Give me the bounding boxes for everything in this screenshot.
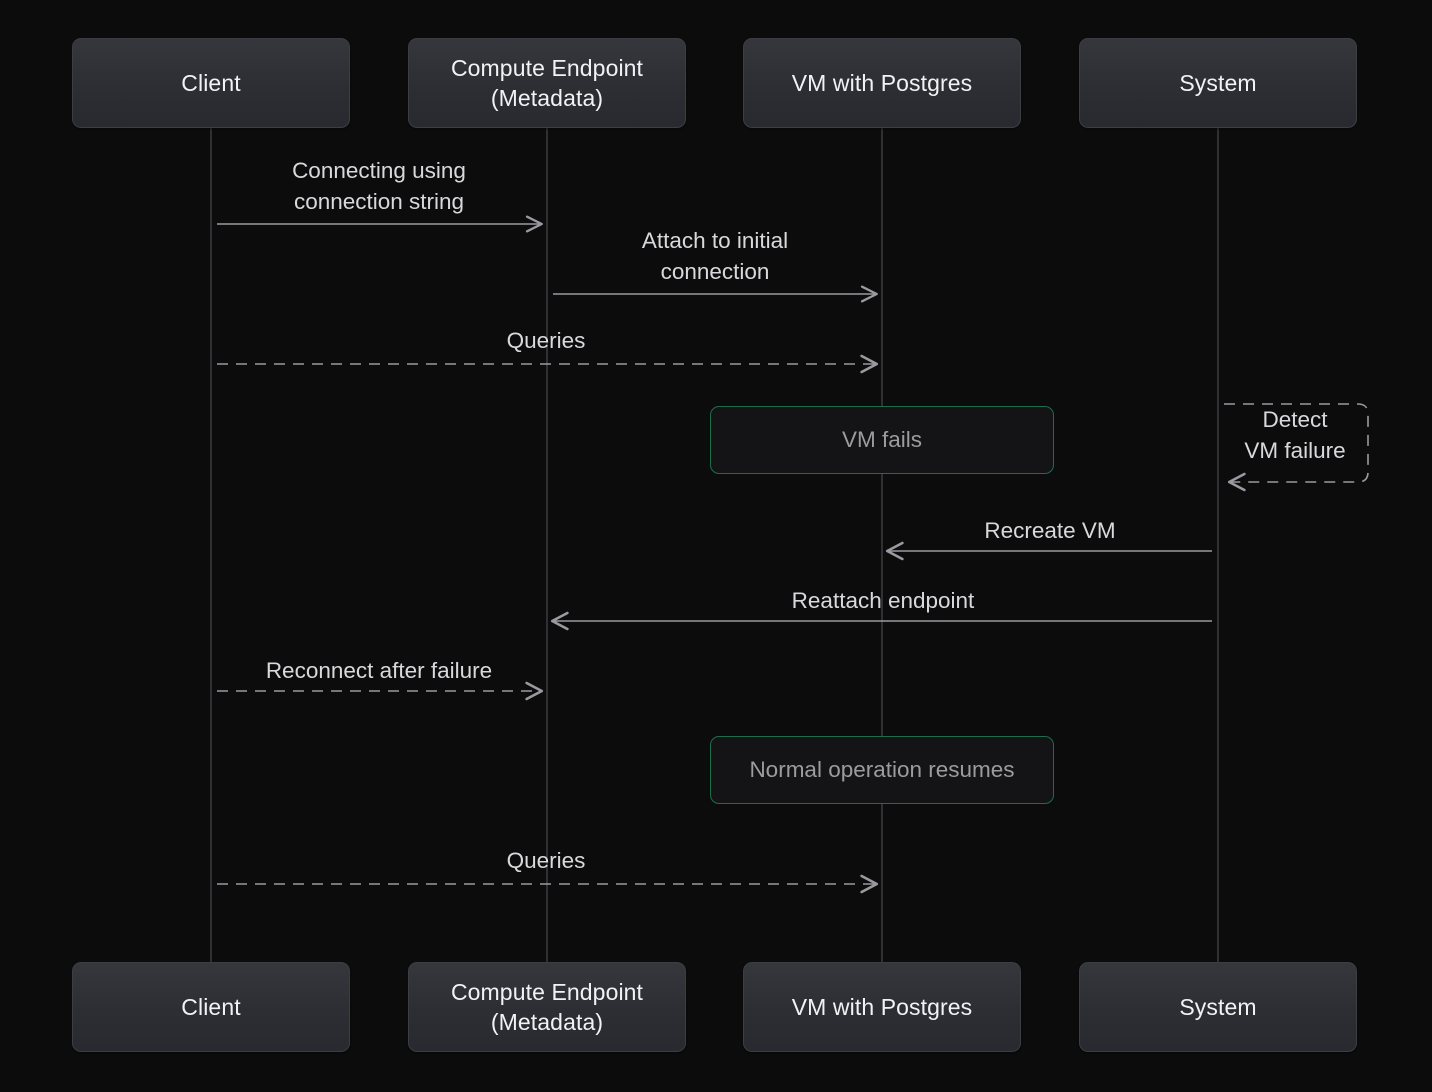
note-vm-fails: VM fails [710,406,1054,474]
actor-header-system[interactable]: System [1079,38,1357,128]
message-label-m7: Queries [506,848,586,873]
actor-footer-system[interactable]: System [1079,962,1357,1052]
note-normal-operation-resumes-label: Normal operation resumes [749,757,1015,782]
note-normal-operation-resumes: Normal operation resumes [710,736,1054,804]
actor-header-endpoint[interactable]: Compute Endpoint (Metadata) [408,38,686,128]
actor-header-client[interactable]: Client [72,38,350,128]
actor-footer-endpoint-label: Compute Endpoint (Metadata) [450,979,644,1035]
actor-footer-client-label: Client [181,994,241,1020]
actor-footer-vm[interactable]: VM with Postgres [743,962,1021,1052]
actor-header-vm-label: VM with Postgres [791,70,973,96]
message-label-m5: Reattach endpoint [791,588,975,613]
actor-header-client-label: Client [181,70,241,96]
actor-header-system-label: System [1179,70,1257,96]
actor-header-vm[interactable]: VM with Postgres [743,38,1021,128]
actor-footer-system-label: System [1179,994,1257,1020]
actor-footer-client[interactable]: Client [72,962,350,1052]
actor-footer-vm-label: VM with Postgres [791,994,973,1020]
actor-footer-endpoint[interactable]: Compute Endpoint (Metadata) [408,962,686,1052]
message-label-m1: Connecting using connection string [292,158,466,214]
message-label-m3: Queries [506,328,586,353]
actor-header-endpoint-label: Compute Endpoint (Metadata) [450,55,644,111]
note-vm-fails-label: VM fails [841,427,922,452]
message-label-m2: Attach to initial connection [641,228,789,284]
message-label-m6: Reconnect after failure [265,658,493,683]
self-message-label-s1: Detect VM failure [1244,407,1346,463]
message-label-m4: Recreate VM [984,518,1116,543]
